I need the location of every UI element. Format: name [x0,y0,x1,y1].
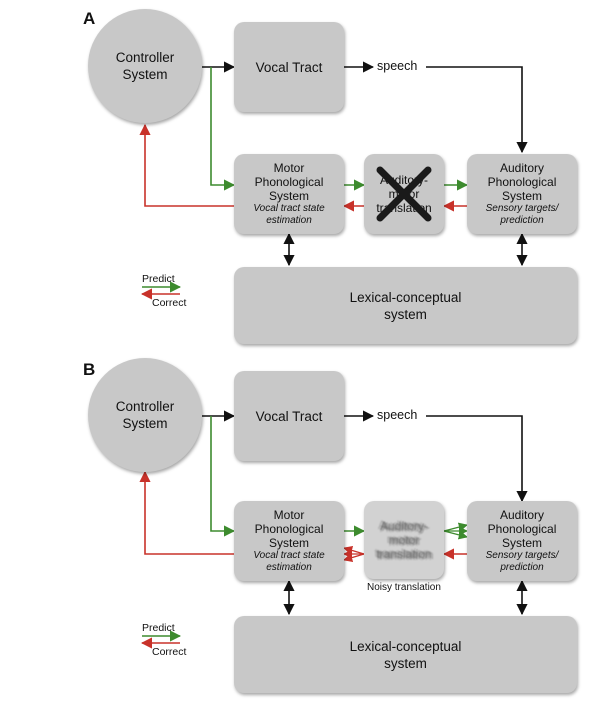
legend-correct-label: Correct [152,646,187,658]
legend-predict-label: Predict [142,273,175,285]
blocked-cross-icon [376,166,432,222]
lexical-line-1: Lexical-conceptual [349,289,462,305]
vocal-tract-box: Vocal Tract [234,371,344,461]
panel-a-arrows [139,61,528,300]
motor-line-3: System [268,536,309,550]
controller-line-2: System [122,67,168,82]
controller-line-1: Controller [115,50,175,65]
motor-sub-line-1: Vocal tract state [253,550,325,561]
legend-correct-label: Correct [152,297,187,309]
noisy-predict-arrow-3 [443,530,468,540]
vocal-tract-box: Vocal Tract [234,22,344,112]
arrow-motor-to-controller [139,123,234,207]
motor-sub-line-2: estimation [266,562,312,573]
vocal-tract-label: Vocal Tract [255,59,323,75]
auditory-line-2: Phonological [487,522,557,536]
auditory-line-2: Phonological [487,175,557,189]
controller-line-2: System [122,416,168,431]
noisy-translation-caption: Noisy translation [367,582,441,593]
arrow-speech-to-auditory [426,415,528,503]
lexical-line-2: system [384,306,427,322]
motor-line-3: System [268,189,309,203]
lexical-line-2: system [384,655,427,671]
speech-label: speech [377,59,418,73]
motor-sub-line-2: estimation [266,215,312,226]
arrow-speech-to-auditory [426,66,528,154]
translation-line-2: motor [388,533,420,547]
motor-line-1: Motor [273,508,305,522]
vocal-tract-label: Vocal Tract [255,408,323,424]
noisy-predict-arrow-1 [443,522,468,532]
arrow-controller-to-motor [210,416,236,537]
auditory-sub-line-1: Sensory targets/ [485,203,559,214]
motor-line-1: Motor [273,161,305,175]
motor-line-2: Phonological [254,175,324,189]
panel-label: A [83,9,96,28]
arrow-controller-to-motor [210,67,236,191]
noisy-correct-arrow-1 [343,545,365,555]
panel-b-arrows [139,410,528,649]
noisy-correct-arrow-3 [343,553,365,563]
translation-line-1: Auditory- [379,519,429,533]
controller-line-1: Controller [115,399,175,414]
panel-label: B [83,360,96,379]
auditory-line-1: Auditory [499,161,545,175]
legend-predict-label: Predict [142,622,175,634]
auditory-sub-line-2: prediction [500,215,544,226]
lexical-line-1: Lexical-conceptual [349,638,462,654]
auditory-sub-line-1: Sensory targets/ [485,550,559,561]
motor-line-2: Phonological [254,522,324,536]
speech-label: speech [377,408,418,422]
auditory-sub-line-2: prediction [500,562,544,573]
auditory-line-1: Auditory [499,508,545,522]
arrow-motor-to-controller [139,470,234,555]
auditory-line-3: System [501,189,542,203]
motor-sub-line-1: Vocal tract state [253,203,325,214]
translation-line-3: translation [376,547,432,561]
auditory-line-3: System [501,536,542,550]
